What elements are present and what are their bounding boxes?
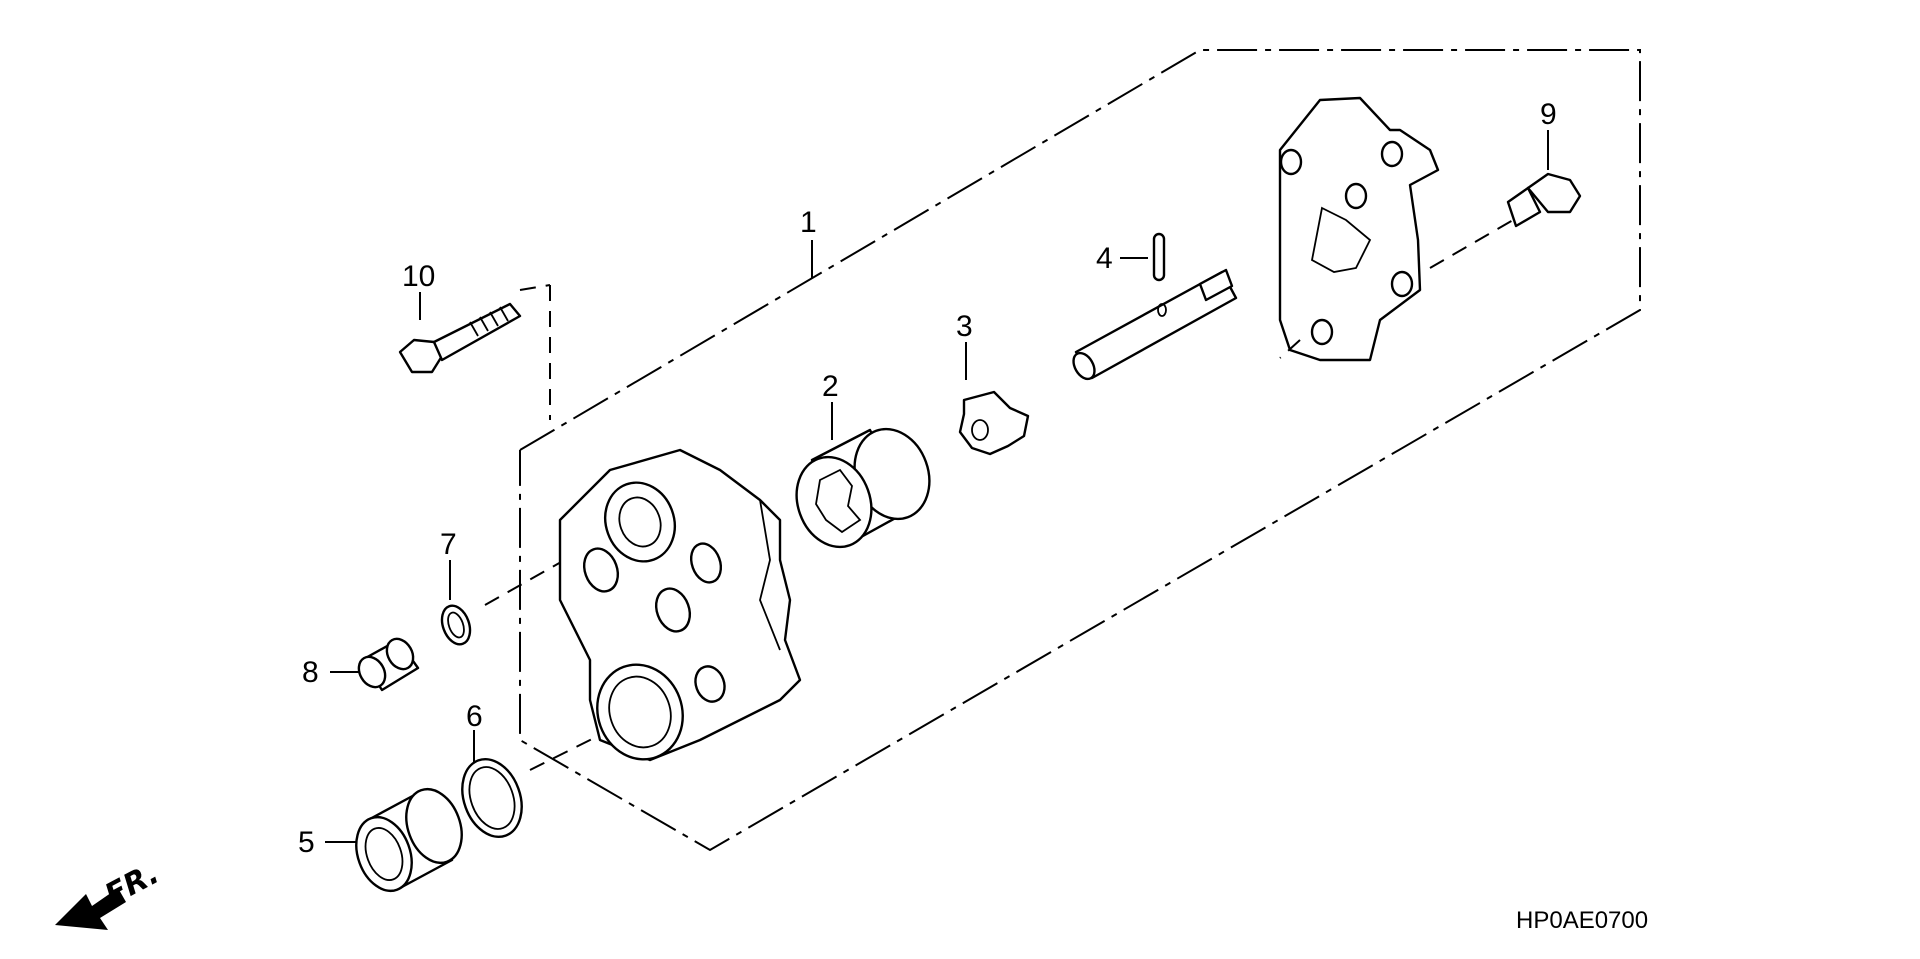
diagram-code: HP0AE0700 [1516,907,1648,934]
callout-7: 7 [440,528,457,561]
front-direction-indicator: FR. [55,856,165,930]
part-10-flange-bolt[interactable] [398,292,522,374]
part-8-dowel-pin[interactable] [330,634,420,692]
callout-9: 9 [1540,98,1557,131]
arrow-down-left-icon [55,888,126,930]
part-4-pin[interactable] [1120,232,1166,282]
part-2-outer-rotor[interactable] [784,402,941,558]
callout-4: 4 [1096,242,1113,275]
part-7-o-ring[interactable] [437,539,601,648]
part-6-o-ring[interactable] [452,729,611,845]
oil-pump-body[interactable] [558,448,802,771]
part-3-inner-rotor[interactable] [958,342,1030,456]
part-5-sleeve[interactable] [325,781,471,898]
callout-5: 5 [298,826,315,859]
callout-6: 6 [466,700,483,733]
callout-10: 10 [402,260,435,293]
callout-3: 3 [956,310,973,343]
pump-shaft[interactable] [1069,268,1238,383]
callout-labels: 1 2 3 4 5 6 7 8 9 10 [298,98,1557,859]
callout-1: 1 [800,206,817,239]
pump-cover-plate[interactable] [1278,96,1521,362]
callout-8: 8 [302,656,319,689]
assembly-boundary [519,49,1641,852]
callout-2: 2 [822,370,839,403]
part-9-flange-bolt[interactable] [1506,130,1582,228]
